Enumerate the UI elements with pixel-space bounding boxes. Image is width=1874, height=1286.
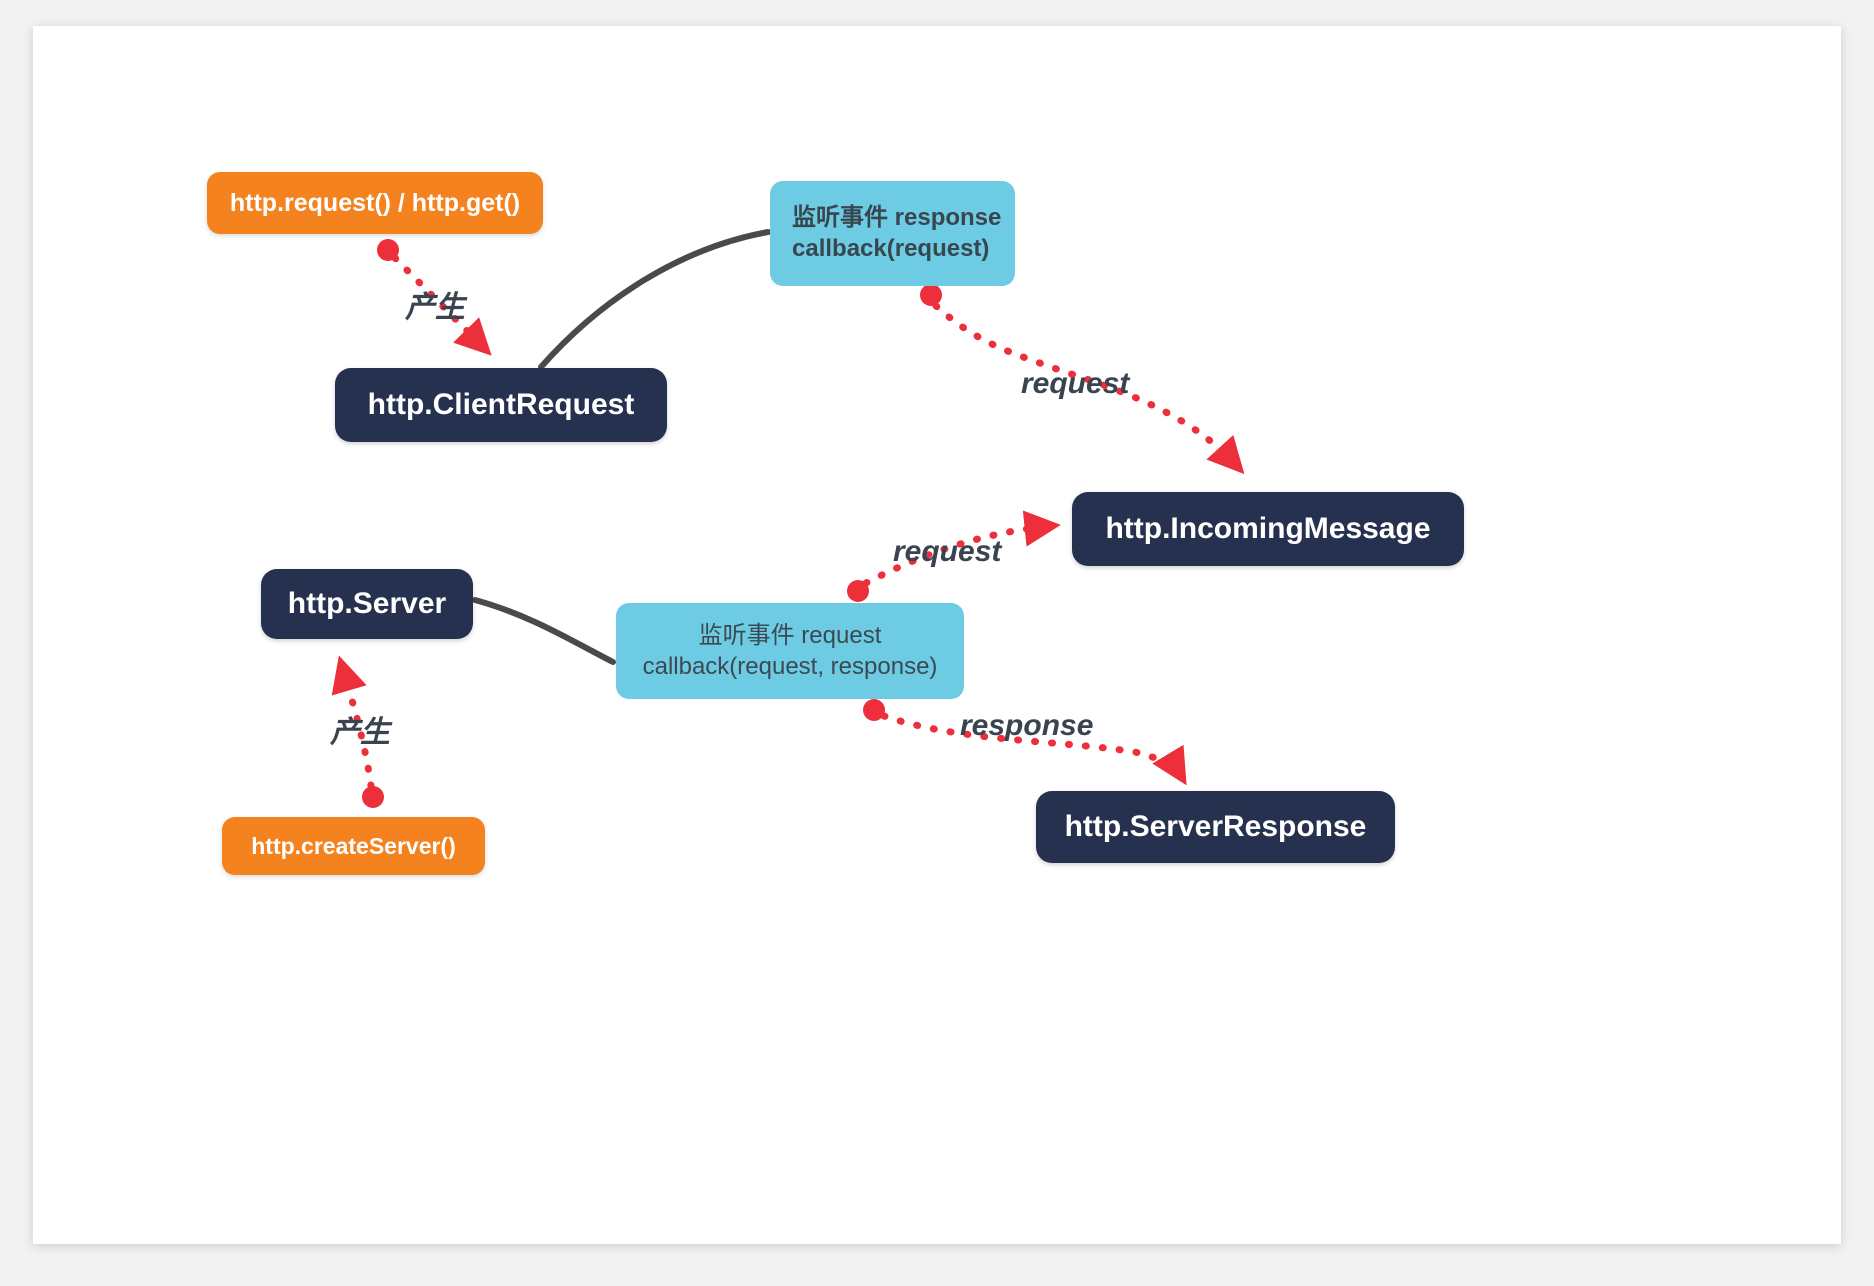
edge-label-request-1: request xyxy=(1021,367,1130,400)
edge-label-response: response xyxy=(960,709,1094,742)
node-http-incomingmessage[interactable]: http.IncomingMessage xyxy=(1072,492,1464,566)
edge-label-produce-1: 产生 xyxy=(405,291,465,324)
edge-label-request-2: request xyxy=(893,535,1002,568)
node-http-request[interactable]: http.request() / http.get() xyxy=(207,172,543,234)
node-listener-response[interactable]: 监听事件 response callback(request) xyxy=(770,181,1015,286)
node-http-serverresponse[interactable]: http.ServerResponse xyxy=(1036,791,1395,863)
edge-label-produce-2: 产生 xyxy=(330,716,390,749)
node-listener-request[interactable]: 监听事件 request callback(request, response) xyxy=(616,603,964,699)
node-http-server[interactable]: http.Server xyxy=(261,569,473,639)
node-http-createserver[interactable]: http.createServer() xyxy=(222,817,485,875)
node-http-clientrequest[interactable]: http.ClientRequest xyxy=(335,368,667,442)
